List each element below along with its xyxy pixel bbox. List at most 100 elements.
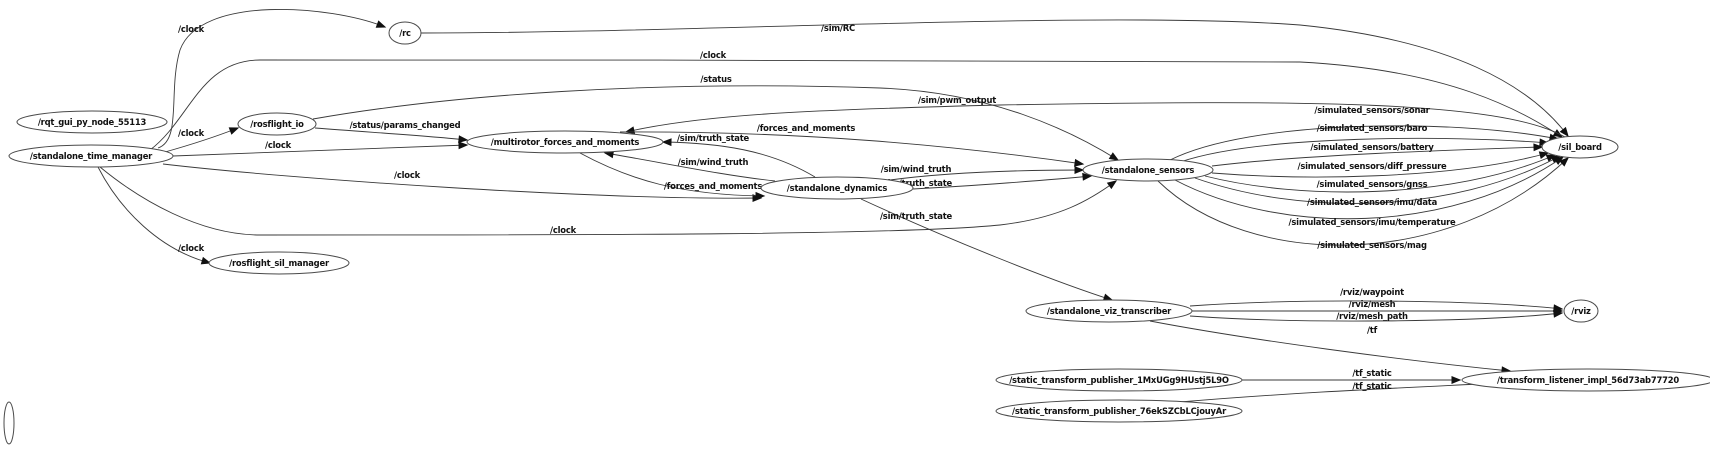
edge-rc-to-sil_board[interactable]: /sim/RC [420,19,1569,138]
edge-sensors-to-sil_board[interactable]: /simulated_sensors/diff_pressure [1211,151,1550,178]
edge-mfm-to-dynamics[interactable]: /forces_and_moments [579,152,766,200]
edge-mfm-to-sensors[interactable]: /forces_and_moments [619,123,1085,167]
edge-label: /clock [700,50,727,60]
node-label: /standalone_time_manager [30,151,153,161]
edge-viz-to-rviz[interactable]: /rviz/mesh_path [1189,309,1564,322]
edge-line [1179,382,1501,403]
arrowhead-icon [1533,143,1544,152]
edge-dynamics-to-sensors[interactable]: /sim/truth_state [880,172,1093,190]
edge-time_manager-to-rosflight_io[interactable]: /clock [164,127,240,153]
node-label: /rqt_gui_py_node_55113 [38,117,147,127]
node-label: /multirotor_forces_and_moments [491,137,640,147]
node-shape [1563,299,1599,323]
arrowhead-icon [1108,152,1120,161]
edge-dynamics-to-sensors[interactable]: /sim/wind_truth [881,164,1085,181]
node-label: /standalone_dynamics [787,183,888,193]
node-shape [1082,158,1214,182]
nodes-layer: /rc/rqt_gui_py_node_55113/standalone_tim… [3,21,1710,445]
node-label: /transform_listener_impl_56d73ab77720 [1497,375,1679,385]
edge-viz-to-tf_listener[interactable]: /tf [1149,320,1512,375]
node-time-manager[interactable]: /standalone_time_manager [8,144,174,168]
edge-line [625,102,1566,138]
arrowhead-icon [755,191,766,200]
node-sensors[interactable]: /standalone_sensors [1082,158,1214,182]
edge-time_manager-to-rc[interactable]: /clock [157,9,387,149]
edge-label: /simulated_sensors/imu/data [1307,197,1437,207]
arrowhead-icon [1074,166,1085,174]
node-mfm[interactable]: /multirotor_forces_and_moments [466,130,664,154]
edge-label: /sim/truth_state [880,178,953,188]
edge-label: /forces_and_moments [664,181,762,191]
edge-sensors-to-sil_board[interactable]: /simulated_sensors/mag [1157,157,1569,250]
node-rviz[interactable]: /rviz [1563,299,1599,323]
edge-time_manager-to-sensors[interactable]: /clock [99,166,1118,236]
edge-line [97,166,211,264]
edge-label: /rviz/mesh_path [1336,311,1408,321]
node-sil-board[interactable]: /sil_board [1541,135,1619,159]
node-shape [1541,135,1619,159]
edge-line [1211,152,1549,178]
edge-label: /sim/truth_state [677,133,750,143]
edge-stp1-to-tf_listener[interactable]: /tf_static [1242,368,1462,384]
node-rc[interactable]: /rc [388,21,422,45]
edge-line [889,169,1084,181]
node-stp2[interactable]: /static_transform_publisher_76ekSZCbLCjo… [995,399,1243,423]
node-sil-manager[interactable]: /rosflight_sil_manager [208,251,350,275]
node-label: /standalone_sensors [1102,165,1195,175]
edge-label: /rviz/waypoint [1340,287,1404,297]
edge-line [619,131,1084,165]
edge-time_manager-to-mfm[interactable]: /clock [172,140,469,157]
arrowhead-icon [1451,376,1462,384]
node-dynamics[interactable]: /standalone_dynamics [760,176,914,200]
edge-line [1189,312,1563,322]
node-label: /rc [399,28,411,38]
edge-rosflight_io-to-sensors[interactable]: /status [312,74,1120,161]
edge-time_manager-to-sil_manager[interactable]: /clock [97,166,212,265]
edge-line [312,85,1119,161]
edge-label: /simulated_sensors/imu/temperature [1289,217,1457,227]
node-shape [760,176,914,200]
node-tf-listener[interactable]: /transform_listener_impl_56d73ab77720 [1461,368,1710,392]
edge-line [1169,125,1559,161]
node-shape [1025,299,1193,323]
node-shape [466,130,664,154]
edge-label: /clock [178,243,205,253]
edge-label: /sim/wind_truth [678,157,749,167]
node-shape [995,399,1243,423]
node-rqt-gui[interactable]: /rqt_gui_py_node_55113 [16,110,168,134]
node-stp1[interactable]: /static_transform_publisher_1MxUGg9HUstj… [995,368,1243,392]
edge-dynamics-to-mfm[interactable]: /sim/truth_state [661,133,816,178]
arrowhead-icon [200,256,212,265]
edge-sensors-to-sil_board[interactable]: /simulated_sensors/imu/temperature [1174,156,1565,227]
edge-label: /sim/wind_truth [881,164,952,174]
edge-label: /sim/truth_state [880,211,953,221]
node-shape [388,21,422,45]
node-label: /rosflight_io [250,119,304,129]
edge-dynamics-to-viz[interactable]: /sim/truth_state [860,198,1114,302]
edge-label: /sim/pwm_output [918,95,996,105]
arrowhead-icon [1559,157,1569,167]
node-viz[interactable]: /standalone_viz_transcriber [1025,299,1193,323]
edge-line [912,175,1092,190]
edge-label: /status [700,74,731,84]
node-rosflight-io[interactable]: /rosflight_io [237,112,317,136]
edge-label: /clock [550,225,577,235]
edge-line [579,152,765,197]
edge-line [99,166,1117,236]
node-label: /standalone_viz_transcriber [1047,306,1172,316]
edge-time_manager-to-sil_board[interactable]: /clock [149,50,1564,151]
edge-label: /tf_static [1352,381,1392,391]
edge-label: /simulated_sensors/sonar [1314,105,1430,115]
edge-rosflight_io-to-mfm[interactable]: /status/params_changed [314,120,469,144]
edge-label: /clock [178,128,205,138]
edge-sensors-to-sil_board[interactable]: /simulated_sensors/baro [1179,123,1550,163]
node-unnamed[interactable] [3,401,15,445]
edge-label: /clock [178,24,205,34]
edge-dynamics-to-mfm[interactable]: /sim/wind_truth [603,150,776,182]
edge-sensors-to-sil_board[interactable]: /simulated_sensors/battery [1211,142,1544,167]
arrowhead-icon [228,127,240,135]
edge-label: /simulated_sensors/mag [1317,240,1427,250]
edges-layer: /clock/sim/RC/clock/status/sim/pwm_outpu… [97,9,1569,403]
arrowhead-icon [624,126,636,135]
